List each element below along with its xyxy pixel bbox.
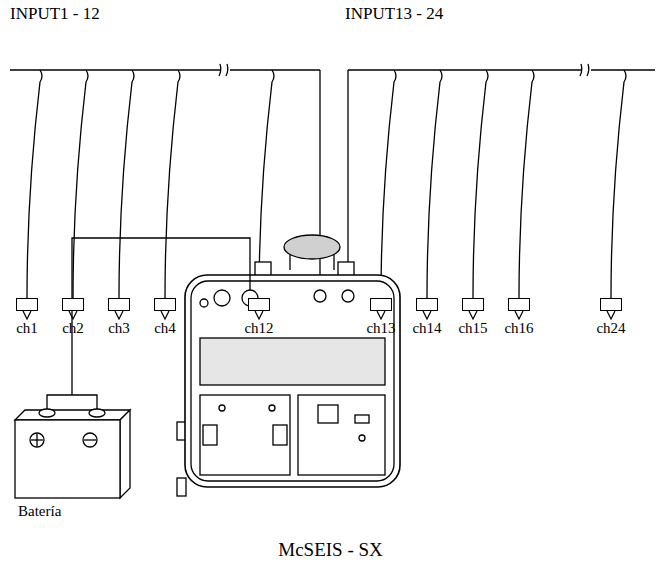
channel-label: ch14	[402, 320, 452, 337]
geophone: ch3	[94, 298, 144, 337]
geophone-spike	[356, 311, 406, 320]
geophone-body	[462, 298, 484, 311]
geophone-body	[16, 298, 38, 311]
channel-label: ch13	[356, 320, 406, 337]
battery: Batería	[8, 395, 138, 525]
geophone-spike	[586, 311, 636, 320]
channel-label: ch3	[94, 320, 144, 337]
geophone-body	[600, 298, 622, 311]
geophone: ch15	[448, 298, 498, 337]
geophone-body	[248, 298, 270, 311]
geophone: ch12	[234, 298, 284, 337]
geophone-body	[508, 298, 530, 311]
geophone-spike	[94, 311, 144, 320]
geophone-body	[154, 298, 176, 311]
input-label: INPUT13 - 24	[345, 5, 443, 24]
geophone-spike	[448, 311, 498, 320]
input-label: INPUT1 - 12	[10, 5, 100, 24]
geophone-spike	[494, 311, 544, 320]
geophone: ch13	[356, 298, 406, 337]
caption: McSEIS - SX	[0, 540, 661, 561]
geophone: ch2	[48, 298, 98, 337]
channel-label: ch15	[448, 320, 498, 337]
channel-label: ch24	[586, 320, 636, 337]
geophone-body	[108, 298, 130, 311]
channel-label: ch4	[140, 320, 190, 337]
battery-label: Batería	[18, 503, 61, 520]
channel-label: ch2	[48, 320, 98, 337]
channel-label: ch16	[494, 320, 544, 337]
geophone-spike	[2, 311, 52, 320]
geophone-body	[416, 298, 438, 311]
geophone: ch24	[586, 298, 636, 337]
channel-label: ch1	[2, 320, 52, 337]
geophone: ch14	[402, 298, 452, 337]
geophone-spike	[140, 311, 190, 320]
geophone-spike	[48, 311, 98, 320]
geophone-spike	[402, 311, 452, 320]
geophone: ch16	[494, 298, 544, 337]
geophone-body	[370, 298, 392, 311]
channel-label: ch12	[234, 320, 284, 337]
geophone: ch1	[2, 298, 52, 337]
geophone-body	[62, 298, 84, 311]
geophone: ch4	[140, 298, 190, 337]
geophone-spike	[234, 311, 284, 320]
